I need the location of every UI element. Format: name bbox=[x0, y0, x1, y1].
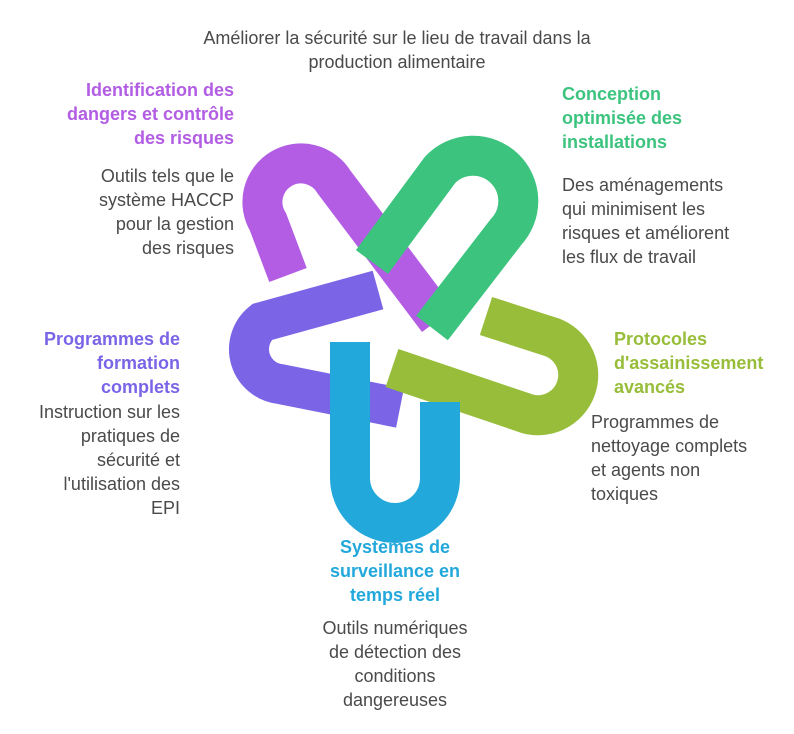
desc-installation-design: Des aménagements qui minimisent les risq… bbox=[562, 175, 730, 267]
label-hazard-identification: Identification des dangers et contrôle d… bbox=[66, 80, 234, 148]
link-violet bbox=[229, 270, 404, 428]
label-sanitation-protocols: Protocoles d'assainissement avancés bbox=[614, 329, 764, 397]
label-monitoring-systems: Systèmes de surveillance en temps réel bbox=[329, 537, 461, 605]
diagram-title: Améliorer la sécurité sur le lieu de tra… bbox=[203, 28, 591, 72]
link-green bbox=[355, 135, 539, 341]
link-olive bbox=[385, 296, 599, 436]
desc-training-programs: Instruction sur les pratiques de sécurit… bbox=[38, 402, 180, 518]
link-blue bbox=[330, 342, 460, 543]
link-purple bbox=[242, 143, 454, 333]
label-training-programs: Programmes de formation complets bbox=[43, 329, 180, 397]
desc-hazard-identification: Outils tels que le système HACCP pour la… bbox=[98, 166, 234, 258]
desc-sanitation-protocols: Programmes de nettoyage complets et agen… bbox=[591, 412, 748, 504]
label-installation-design: Conception optimisée des installations bbox=[562, 84, 683, 152]
desc-monitoring-systems: Outils numériques de détection des condi… bbox=[322, 618, 468, 710]
